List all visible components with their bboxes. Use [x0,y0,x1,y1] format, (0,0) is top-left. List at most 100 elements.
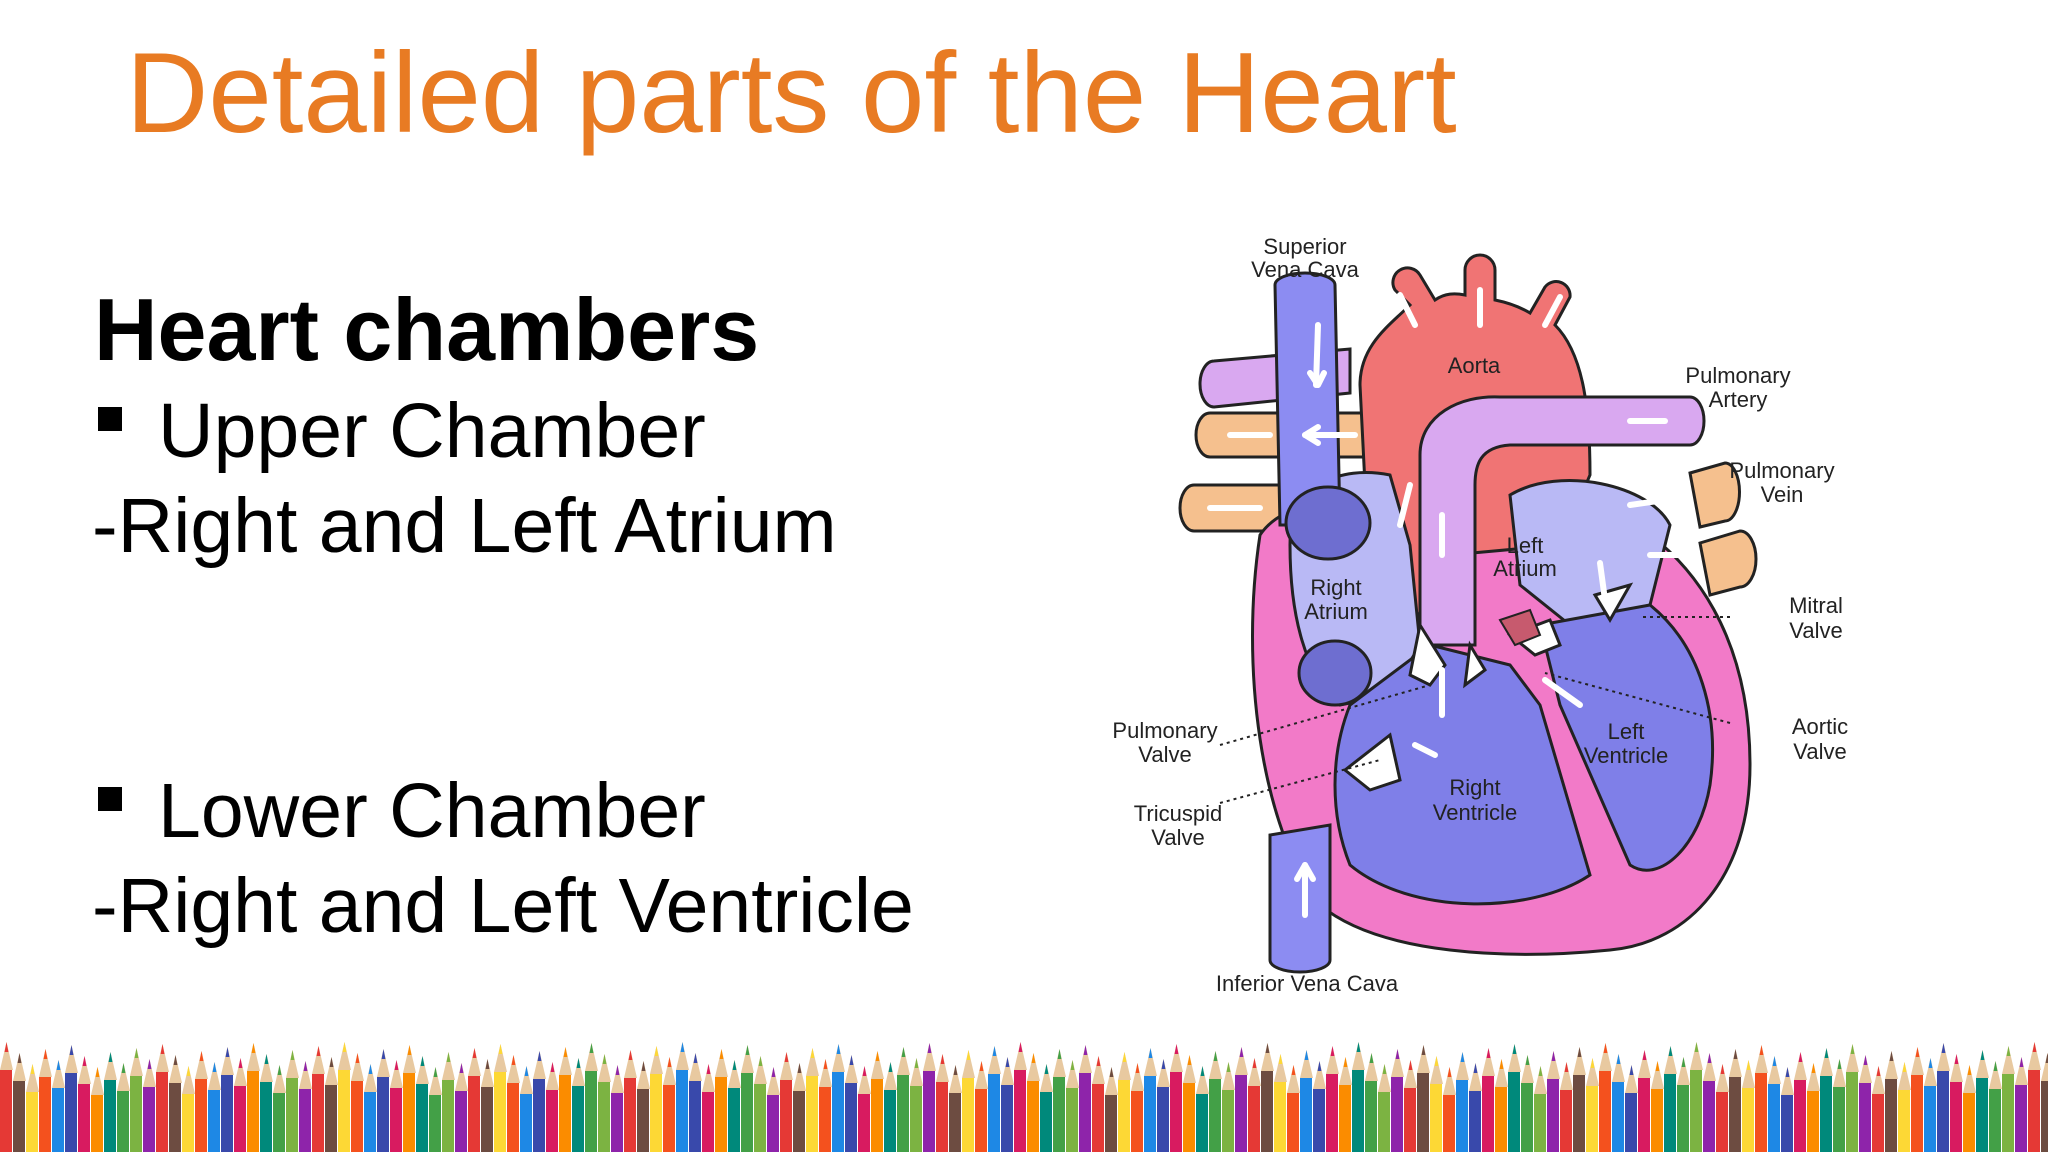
pencil-tip [1885,1051,1898,1079]
pencil-lead [134,1048,139,1058]
pencil-lead [160,1044,165,1054]
pencil-tip [169,1055,182,1083]
pencil-body [1833,1087,1845,1152]
pencil-body [1326,1074,1338,1152]
pencil-tip [1456,1052,1469,1080]
pencil-body [858,1094,870,1152]
pencil-lead [2019,1057,2024,1067]
pencil-body [1859,1083,1871,1152]
pencil-lead [1447,1067,1452,1077]
pencil-tip [1911,1047,1924,1075]
pencil-lead [4,1042,9,1052]
pencil-tip [702,1064,715,1092]
pencil-lead [1031,1053,1036,1063]
left-atrium [1508,479,1672,627]
pencil-tip [832,1044,845,1072]
pencil-body [1898,1090,1910,1152]
pencil-lead [862,1066,867,1076]
right-ventricle [1333,643,1592,906]
pencil-lead [524,1066,529,1076]
pencil-tip [819,1059,832,1087]
pencil-lead [1161,1059,1166,1069]
pencil-body [819,1087,831,1152]
pencil-lead [446,1052,451,1062]
pencil-tip [299,1061,312,1089]
pencil-lead [1928,1058,1933,1068]
pencil-lead [1174,1044,1179,1054]
pencil-body [1274,1082,1286,1152]
pencil-body [1313,1089,1325,1152]
pencil-tip [1937,1043,1950,1071]
pencil-tip [1144,1048,1157,1076]
pencil-lead [1811,1063,1816,1073]
pencil-body [39,1077,51,1152]
pencil-body [286,1078,298,1152]
pencil-tip [1716,1064,1729,1092]
pencil-body [1235,1075,1247,1152]
pencil-body [130,1076,142,1152]
pencil-lead [1291,1065,1296,1075]
pencil-body [1300,1078,1312,1152]
pencil-body [1365,1081,1377,1152]
pencil-body [1625,1093,1637,1152]
pencil-tip [2028,1042,2041,1070]
pencil-tip [1183,1055,1196,1083]
pencil-tip [2015,1057,2028,1085]
pencil-lead [1278,1054,1283,1064]
pencil-tip [1391,1049,1404,1077]
pencil-tip [0,1042,13,1070]
pencil-tip [403,1045,416,1073]
pencil-body [1612,1082,1624,1152]
svc-opening [1284,485,1372,561]
pencil-lead [1083,1045,1088,1055]
pencil-lead [1525,1055,1530,1065]
pencil-tip [1287,1065,1300,1093]
pencil-body [1261,1071,1273,1152]
label-right-atrium-1: Right [1310,575,1361,600]
pencil-body [1937,1071,1949,1152]
pencil-tip [1638,1050,1651,1078]
pencil-body [689,1081,701,1152]
pencil-lead [251,1043,256,1053]
label-inferior-vena-cava: Inferior Vena Cava [1216,971,1399,996]
pencil-tip [1755,1045,1768,1073]
pencil-body [1677,1085,1689,1152]
pencil-lead [849,1055,854,1065]
pencil-body [156,1072,168,1152]
pencil-tip [1365,1053,1378,1081]
pencil-lead [797,1063,802,1073]
pencil-lead [1603,1043,1608,1053]
pencil-body [1911,1075,1923,1152]
pencil-tip [1066,1060,1079,1088]
pencil-body [2015,1085,2027,1152]
pencil-lead [1109,1067,1114,1077]
pencil-tip [1105,1067,1118,1095]
pencil-body [1976,1078,1988,1152]
pencil-tip [1664,1046,1677,1074]
label-pulmonary-vein-2: Vein [1761,482,1804,507]
pencil-tip [455,1063,468,1091]
pencil-lead [1252,1058,1257,1068]
label-left-atrium-2: Atrium [1493,556,1557,581]
pencil-body [1794,1080,1806,1152]
pencil-lead [1967,1065,1972,1075]
pencil-lead [1642,1050,1647,1060]
pencil-tip [1794,1052,1807,1080]
pencil-tip [390,1060,403,1088]
pencil-body [1469,1091,1481,1152]
pencil-tip [1989,1061,2002,1089]
pencil-tip [1313,1061,1326,1089]
pencil-tip [26,1064,39,1092]
pencil-tip [1833,1059,1846,1087]
pencil-lead [1382,1064,1387,1074]
pencil-tip [1703,1053,1716,1081]
pencil-tip [1274,1054,1287,1082]
pencil-body [234,1086,246,1152]
pencil-tip [923,1043,936,1071]
pencil-lead [940,1054,945,1064]
pencil-lead [823,1059,828,1069]
pencil-tip [715,1049,728,1077]
pencil-tip [910,1058,923,1086]
bullet-item-upper: Upper Chamber [98,385,706,477]
superior-vena-cava [1273,271,1342,527]
